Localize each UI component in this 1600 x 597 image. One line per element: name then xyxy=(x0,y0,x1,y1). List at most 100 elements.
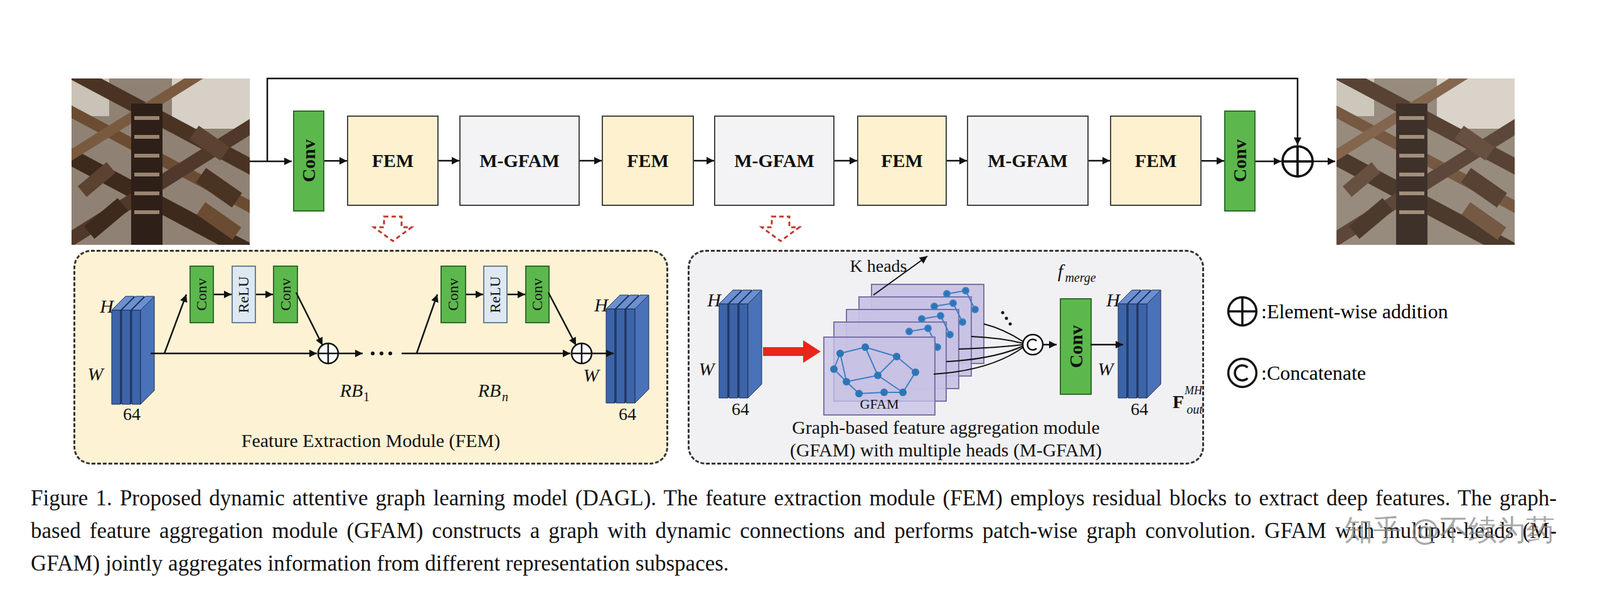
label-text: f xyxy=(1057,260,1063,282)
label-text: 1 xyxy=(363,389,370,405)
fem-wire xyxy=(150,352,317,355)
graph-drawing xyxy=(865,346,897,357)
node-text: FEM xyxy=(372,149,415,172)
head-graph xyxy=(959,318,966,326)
fem-wire xyxy=(338,352,363,355)
fem-wire xyxy=(296,292,323,346)
feature-stack xyxy=(719,289,762,398)
fem-block: FEM xyxy=(601,115,694,206)
head-graph xyxy=(918,315,925,322)
node-text: FEM xyxy=(1135,149,1178,172)
m-gfam-detail-panel: Graph-based feature aggregation module (… xyxy=(687,249,1205,465)
flow-arrow xyxy=(1201,160,1225,162)
fem-wire xyxy=(164,294,187,354)
merge-wire xyxy=(933,323,1024,374)
output-image xyxy=(1336,78,1515,245)
conv-block: Conv xyxy=(293,110,325,212)
head-panel xyxy=(858,296,972,376)
head-graph xyxy=(962,287,969,294)
fem-block: FEM xyxy=(346,115,439,206)
node-text: FEM xyxy=(626,149,669,172)
label-text: F xyxy=(1172,390,1184,413)
label-text: merge xyxy=(1064,270,1096,285)
label-text: W xyxy=(87,363,104,385)
legend-text: :Concatenate xyxy=(1261,361,1366,385)
merge-wire xyxy=(971,336,1024,344)
graph-drawing xyxy=(830,343,920,398)
graph-drawing xyxy=(833,368,847,382)
label-text: W xyxy=(698,358,715,380)
graph-drawing xyxy=(892,352,901,361)
figure-caption: Figure 1. Proposed dynamic attentive gra… xyxy=(30,481,1557,580)
label-text: K heads xyxy=(850,256,908,277)
ellipsis-dots xyxy=(370,351,393,356)
fem-wire xyxy=(401,352,571,355)
head-graph xyxy=(971,306,979,313)
head-graph xyxy=(906,287,979,351)
flow-arrow xyxy=(834,160,858,162)
merge-wire xyxy=(946,345,1024,362)
node-text: Conv xyxy=(444,277,462,311)
label-text: H xyxy=(1106,289,1120,311)
conv-block: Conv xyxy=(525,265,550,324)
node-text: Graph-based feature aggregation module (… xyxy=(770,416,1122,462)
graph-drawing xyxy=(858,392,885,394)
merge-wire xyxy=(933,346,1024,374)
output-wire xyxy=(1312,160,1336,163)
callout-arrow xyxy=(761,216,800,241)
conv-to-add-wire xyxy=(1255,160,1282,163)
head-graph xyxy=(934,303,963,322)
label-text: 64 xyxy=(122,404,141,425)
flow-arrow xyxy=(256,293,273,296)
m-gfam-block: M-GFAM xyxy=(459,115,580,206)
label-text: RB xyxy=(340,379,364,401)
merge-wire xyxy=(958,344,1023,349)
graph-drawing xyxy=(840,353,847,382)
m-gfam-block: M-GFAM xyxy=(966,115,1089,206)
graph-drawing xyxy=(833,346,916,394)
flow-arrow xyxy=(1088,160,1110,162)
ellipsis-dots xyxy=(388,351,393,356)
conv-block: Conv xyxy=(189,265,214,324)
relu-block: ReLU xyxy=(231,265,256,324)
head-panel xyxy=(871,284,984,364)
gfam-panel: GFAM xyxy=(823,336,936,416)
ellipsis-dots xyxy=(1008,322,1013,326)
concat-symbol xyxy=(1022,334,1043,355)
head-graph xyxy=(949,299,957,307)
head-panel xyxy=(833,321,947,401)
graph-drawing xyxy=(836,349,844,358)
flow-arrow xyxy=(324,160,347,162)
add-symbol xyxy=(571,343,592,364)
graph-drawing xyxy=(865,346,878,376)
fem-block: FEM xyxy=(857,115,947,206)
node-text: Conv xyxy=(298,139,320,182)
input-image xyxy=(71,78,250,245)
legend-add-symbol xyxy=(1228,297,1257,326)
input-image xyxy=(71,78,250,245)
graph-drawing xyxy=(840,346,866,354)
head-graph xyxy=(937,312,944,319)
conv-block: Conv xyxy=(1059,298,1092,395)
head-graph xyxy=(921,315,950,335)
feature-stack xyxy=(606,294,649,403)
red-arrow xyxy=(762,346,805,356)
head-panel xyxy=(833,284,984,401)
fem-wire xyxy=(591,352,614,355)
add-symbol xyxy=(1282,146,1313,177)
head-graph xyxy=(931,303,938,310)
graph-drawing xyxy=(911,368,920,376)
label-text: W xyxy=(583,364,600,386)
label-text: n xyxy=(501,389,509,405)
fem-wire xyxy=(548,292,576,346)
relu-block: ReLU xyxy=(483,265,508,324)
ellipsis-dots xyxy=(379,351,384,356)
heads-pointer xyxy=(873,256,928,295)
node-text: ReLU xyxy=(235,276,253,314)
fem-wire xyxy=(416,294,438,354)
graph-drawing xyxy=(902,372,916,393)
node-text: ReLU xyxy=(486,276,504,314)
label-text: W xyxy=(1098,358,1114,380)
graph-drawing xyxy=(877,375,903,393)
graph-drawing xyxy=(880,388,888,396)
